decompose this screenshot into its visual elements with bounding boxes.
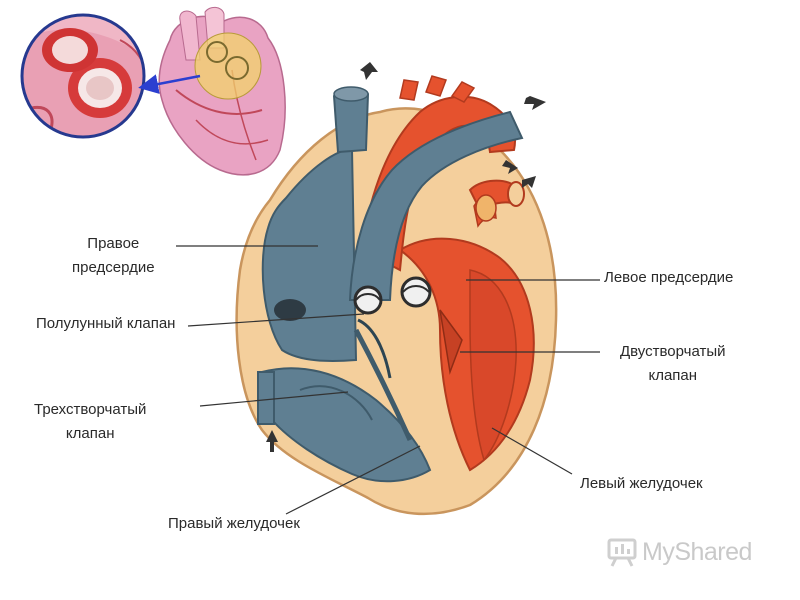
label-right-ventricle: Правый желудочек: [168, 515, 300, 532]
leader-right-ventricle: [285, 445, 421, 515]
label-left-ventricle: Левый желудочек: [580, 475, 703, 492]
inflow-arrow-icon: [266, 430, 278, 452]
leader-tricuspid-valve: [199, 391, 349, 407]
inflow-arrow-icon: [522, 176, 536, 188]
label-right-atrium: Правое предсердие: [72, 235, 155, 276]
label-left-atrium: Левое предсердие: [604, 269, 734, 286]
heart-cross-section: [235, 62, 558, 516]
presentation-board-icon: [607, 538, 637, 567]
watermark-text: MyShared: [642, 537, 752, 566]
label-bicuspid-valve: Двустворчатый клапан: [620, 343, 726, 384]
semilunar-valve-shapes: [353, 276, 432, 315]
leader-lines: [176, 245, 600, 515]
inflow-arrow-icon: [360, 62, 378, 80]
watermark: MyShared: [606, 536, 752, 568]
label-tricuspid-valve: Трехстворчатый клапан: [34, 401, 147, 442]
leader-left-ventricle: [491, 427, 573, 475]
magnifier-pointer-arrow: [138, 74, 201, 94]
label-semilunar-valve: Полулунный клапан: [36, 315, 176, 332]
inflow-arrow-icon: [502, 160, 518, 174]
leader-semilunar-valve: [187, 313, 365, 327]
valve-magnifier: [20, 13, 146, 139]
outflow-arrow-icon: [524, 96, 546, 110]
external-heart-thumbnail: [158, 6, 286, 176]
